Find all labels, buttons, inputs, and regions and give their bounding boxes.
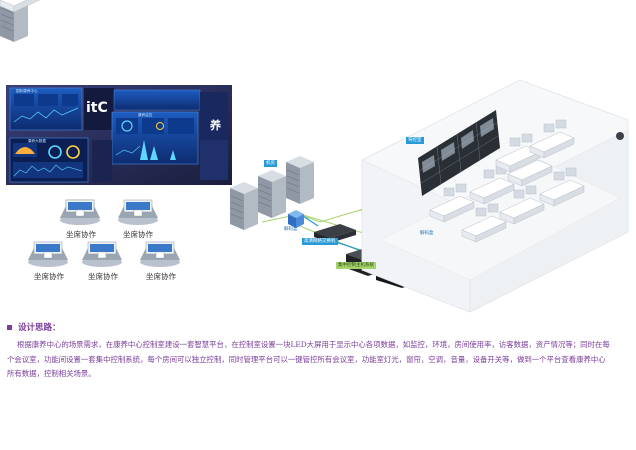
brand-logo: itC [86,100,108,116]
seat-label: 坐席协作 [88,272,118,281]
seat-workstations [27,199,181,268]
design-section: 设计思路： 根据康养中心的场景需求，在康养中心控制室建设一套智慧平台，在控制室设… [7,321,611,382]
control-room-label: 驾控室 [406,137,424,144]
seat-label: 坐席协作 [123,230,153,239]
seat-label: 坐席协作 [66,230,96,239]
seat-label: 坐席协作 [34,272,64,281]
control-room [0,0,629,313]
dashboard-title: 国际康养中心 [16,89,38,93]
seat-label: 坐席协作 [146,272,176,281]
section-bullet [7,324,12,330]
dashboard-title: 康养大数据 [28,139,46,143]
controller-label: 集中控制主机系统 [336,262,376,269]
dashboard-title: 康养监控 [138,113,153,117]
decoder-label: 解码盒 [420,231,434,236]
brand-text: 养 智 [210,119,254,132]
encoder-label: 解码盒 [284,227,298,232]
section-header: 设计思路： [7,321,611,333]
dashboard-collage [6,85,232,185]
server-room-label: 机房 [264,160,277,167]
section-title: 设计思路： [18,323,61,333]
section-body: 根据康养中心的场景需求，在康养中心控制室建设一套智慧平台，在控制室设置一块LED… [7,340,610,379]
switch-label: 高清网络交换机 [302,238,338,245]
